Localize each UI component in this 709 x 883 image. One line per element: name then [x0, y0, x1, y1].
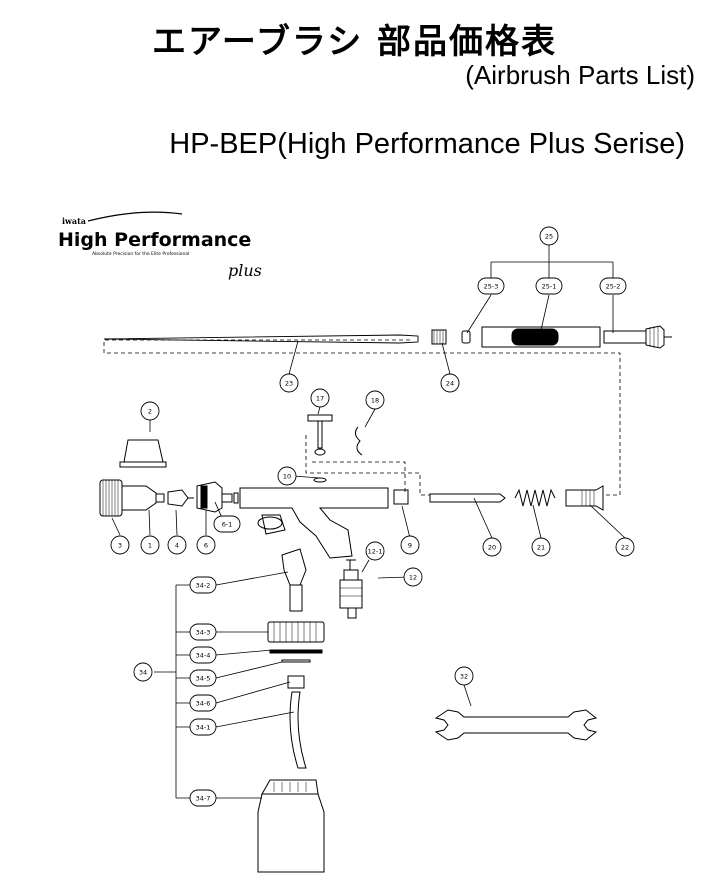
- part-number-label: 25-3: [484, 282, 499, 290]
- part-bubble-34-6: 34-6: [189, 694, 217, 712]
- part-bubble-12: 12: [403, 567, 423, 587]
- part-number-label: 17: [316, 394, 324, 402]
- part-bubble-34-3: 34-3: [189, 623, 217, 641]
- part-number-label: 12-1: [368, 547, 383, 555]
- part-bubble-6: 6: [196, 535, 216, 555]
- part-number-label: 25-1: [542, 282, 557, 290]
- part-bubble-4: 4: [167, 535, 187, 555]
- logo-line1: High Performance: [58, 229, 251, 251]
- part-bubble-25-1: 25-1: [535, 277, 563, 295]
- part-bubble-34: 34: [133, 662, 153, 682]
- part-shapes: [99, 325, 672, 873]
- logo-tagline: Absolute Precision for the Elite Profess…: [92, 251, 189, 257]
- part-number-label: 9: [408, 541, 412, 549]
- part-bubble-23: 23: [279, 373, 299, 393]
- part-number-label: 34-3: [196, 628, 211, 636]
- part-bubble-3: 3: [110, 535, 130, 555]
- part-number-label: 34-6: [196, 699, 211, 707]
- part-bubble-21: 21: [531, 537, 551, 557]
- part-number-label: 34-7: [196, 794, 211, 802]
- part-number-label: 20: [488, 543, 496, 551]
- part-number-label: 34: [139, 668, 147, 676]
- logo-line2: plus: [228, 261, 262, 280]
- part-bubble-34-7: 34-7: [189, 789, 217, 807]
- part-number-label: 23: [285, 379, 293, 387]
- part-bubble-2: 2: [140, 401, 160, 421]
- part-number-label: 34-4: [196, 651, 211, 659]
- part-number-label: 21: [537, 543, 545, 551]
- part-number-label: 18: [371, 396, 379, 404]
- part-bubble-34-4: 34-4: [189, 646, 217, 664]
- part-bubble-18: 18: [365, 390, 385, 410]
- leader-lines: [111, 245, 626, 799]
- part-bubble-25-2: 25-2: [599, 277, 627, 295]
- part-number-label: 4: [175, 541, 179, 549]
- part-bubble-24: 24: [440, 373, 460, 393]
- part-bubble-9: 9: [400, 535, 420, 555]
- part-bubble-32: 32: [454, 666, 474, 686]
- part-number-label: 34-2: [196, 581, 211, 589]
- part-number-label: 1: [148, 541, 152, 549]
- part-bubble-17: 17: [310, 388, 330, 408]
- part-bubble-34-5: 34-5: [189, 669, 217, 687]
- part-number-bubbles: 25 25-3 25-1 25-2 23 24 2 17 18 10 3 1 4 6 6-1 9 20 21 22 1…: [110, 226, 635, 807]
- model-title: HP-BEP(High Performance Plus Serise): [169, 128, 685, 160]
- part-bubble-20: 20: [482, 537, 502, 557]
- part-number-label: 22: [621, 543, 629, 551]
- part-number-label: 34-1: [196, 723, 211, 731]
- page-title-jp: エアーブラシ 部品価格表: [151, 22, 558, 62]
- logo-brand: iwata: [62, 216, 86, 226]
- part-number-label: 32: [460, 672, 468, 680]
- part-bubble-22: 22: [615, 537, 635, 557]
- page-title-en: (Airbrush Parts List): [465, 60, 695, 90]
- part-number-label: 10: [283, 472, 291, 480]
- part-number-label: 12: [409, 573, 417, 581]
- part-number-label: 25: [545, 232, 553, 240]
- part-number-label: 6-1: [222, 520, 233, 528]
- part-bubble-25-3: 25-3: [477, 277, 505, 295]
- part-bubble-12-1: 12-1: [365, 541, 385, 561]
- part-bubble-6-1: 6-1: [213, 515, 241, 533]
- part-bubble-25: 25: [539, 226, 559, 246]
- part-number-label: 34-5: [196, 674, 211, 682]
- part-bubble-34-1: 34-1: [189, 718, 217, 736]
- part-number-label: 25-2: [606, 282, 621, 290]
- part-number-label: 3: [118, 541, 122, 549]
- assembly-dashed-lines: [103, 339, 621, 496]
- part-bubble-34-2: 34-2: [189, 576, 217, 594]
- part-number-label: 6: [204, 541, 208, 549]
- part-bubble-1: 1: [140, 535, 160, 555]
- part-bubble-10: 10: [277, 466, 297, 486]
- part-number-label: 24: [446, 379, 454, 387]
- iwata-logo: iwata High Performance Absolute Precisio…: [58, 211, 262, 280]
- part-number-label: 2: [148, 407, 152, 415]
